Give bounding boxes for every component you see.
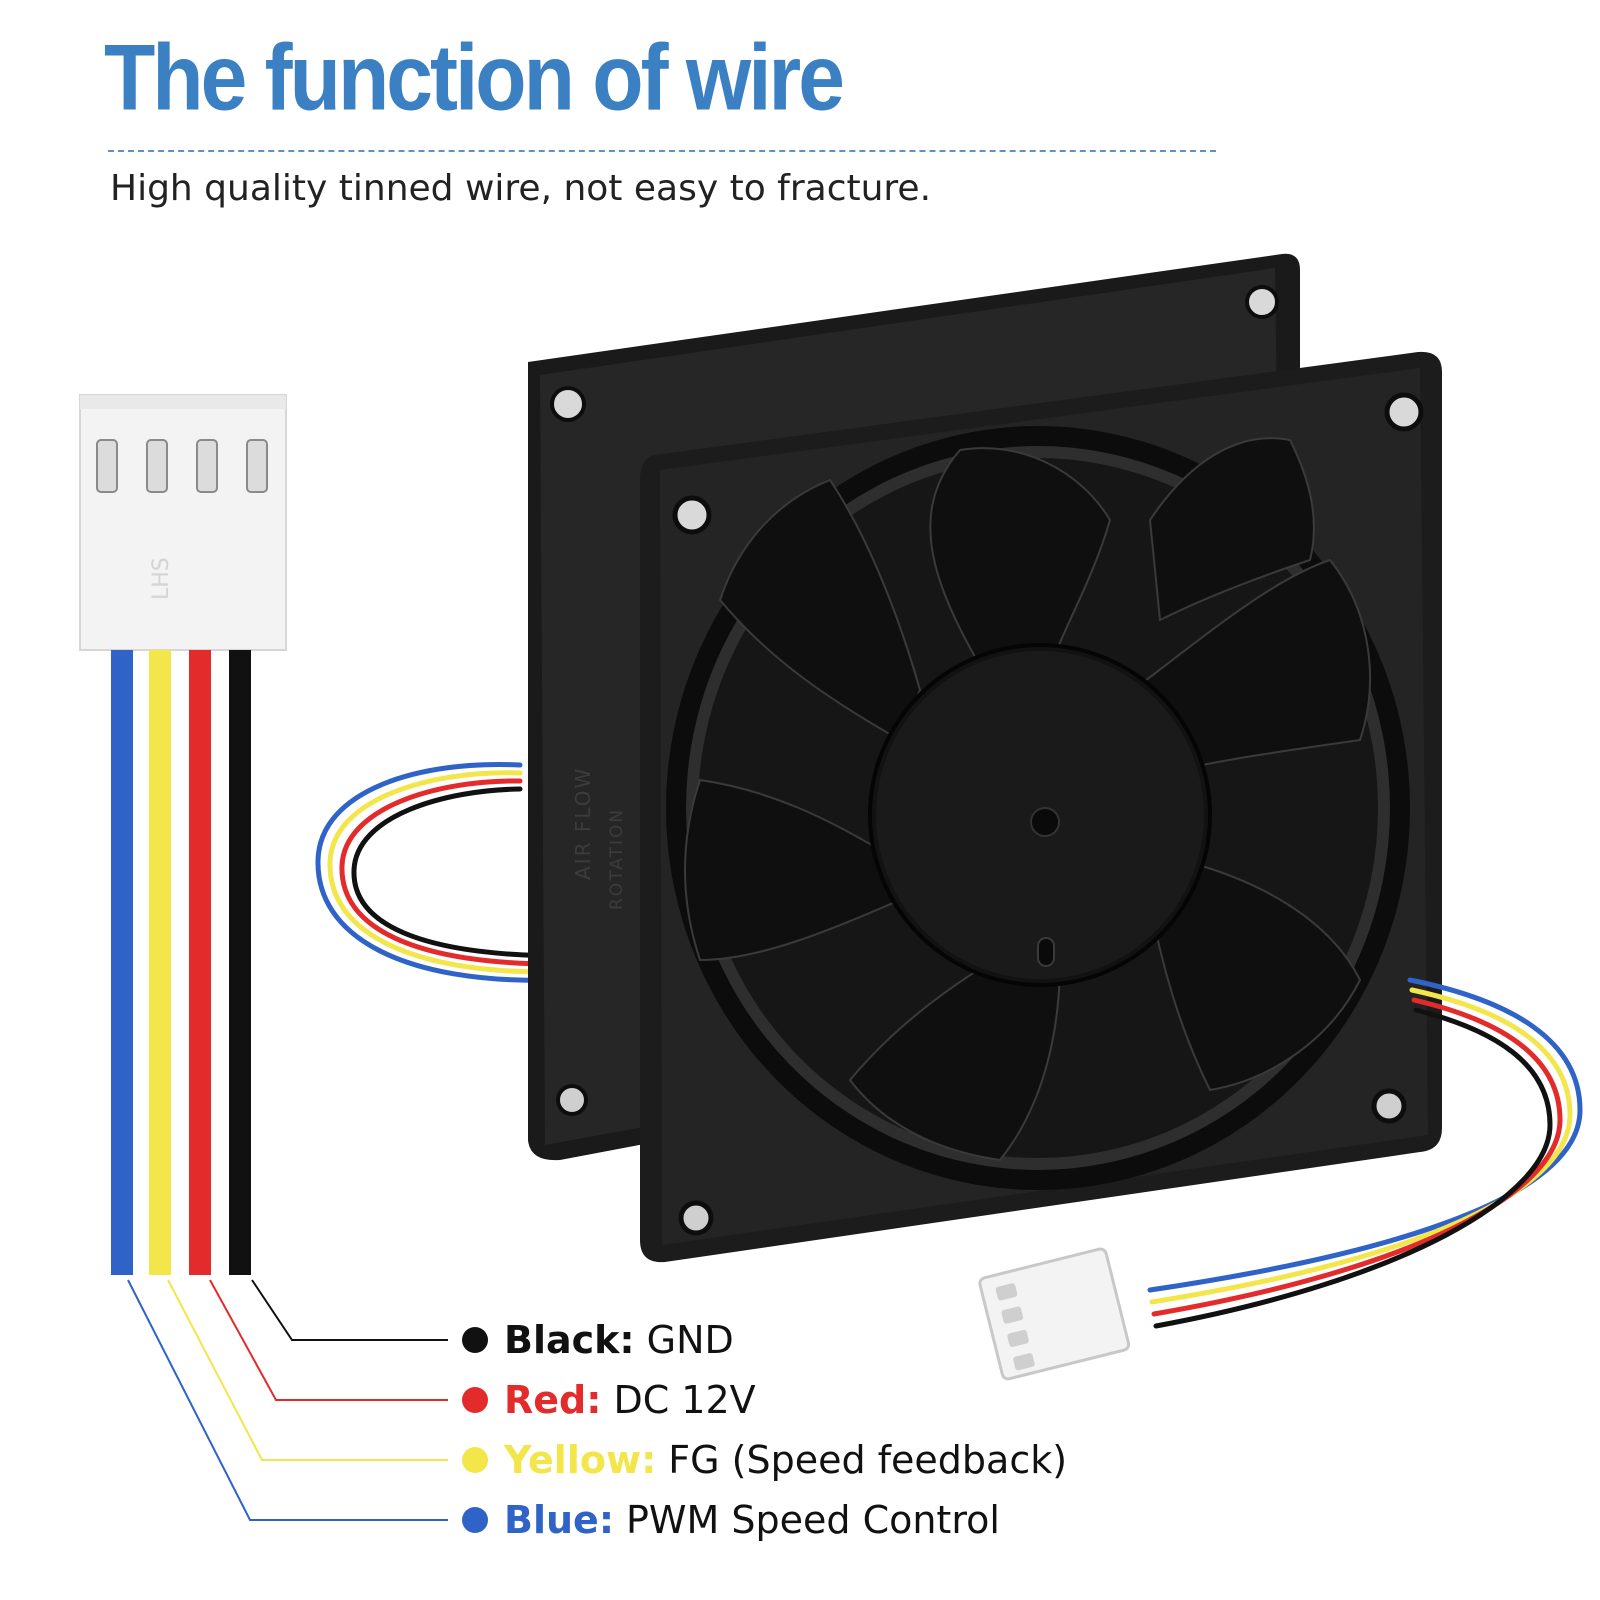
- page-title: The function of wire: [104, 24, 845, 130]
- legend-item-red: Red: DC 12V: [462, 1375, 756, 1425]
- legend-label-red: Red:: [504, 1378, 602, 1422]
- small-4pin-connector: [978, 1247, 1131, 1381]
- dashed-divider: [108, 150, 1216, 152]
- mounting-hole-icon: [550, 386, 586, 422]
- legend-desc-blue: PWM Speed Control: [626, 1498, 1000, 1542]
- legend-desc-yellow: FG (Speed feedback): [668, 1438, 1068, 1482]
- fan-cable-right: [1147, 977, 1583, 1329]
- black-dot-icon: [462, 1327, 488, 1353]
- legend-label-blue: Blue:: [504, 1498, 615, 1542]
- svg-text:AIR FLOW: AIR FLOW: [571, 767, 595, 880]
- mounting-hole-icon: [678, 1200, 714, 1236]
- legend-desc-red: DC 12V: [613, 1378, 756, 1422]
- mounting-hole-icon: [1245, 285, 1279, 319]
- large-4pin-connector: LHS: [79, 394, 287, 651]
- yellow-dot-icon: [462, 1447, 488, 1473]
- legend-item-yellow: Yellow: FG (Speed feedback): [462, 1435, 1067, 1485]
- mounting-hole-icon: [672, 495, 712, 535]
- svg-text:LHS: LHS: [149, 557, 174, 600]
- legend-desc-black: GND: [646, 1318, 734, 1362]
- fan-cable-left-loop: [315, 761, 578, 983]
- red-dot-icon: [462, 1387, 488, 1413]
- legend-item-black: Black: GND: [462, 1315, 734, 1365]
- mounting-hole-icon: [1384, 392, 1424, 432]
- legend-leader-lines: [127, 1279, 448, 1521]
- fan-blades: [684, 437, 1371, 1162]
- mounting-hole-icon: [556, 1084, 588, 1116]
- legend-label-black: Black:: [504, 1318, 635, 1362]
- page-subtitle: High quality tinned wire, not easy to fr…: [110, 168, 932, 209]
- svg-text:ROTATION: ROTATION: [607, 808, 627, 910]
- fan-front-frame: [640, 351, 1442, 1263]
- mounting-hole-icon: [1371, 1088, 1407, 1124]
- legend-item-blue: Blue: PWM Speed Control: [462, 1495, 1000, 1545]
- fan-side-label: AIR FLOW ROTATION: [571, 767, 627, 910]
- blue-dot-icon: [462, 1507, 488, 1533]
- connector-wires: [111, 650, 251, 1275]
- legend-label-yellow: Yellow:: [504, 1438, 657, 1482]
